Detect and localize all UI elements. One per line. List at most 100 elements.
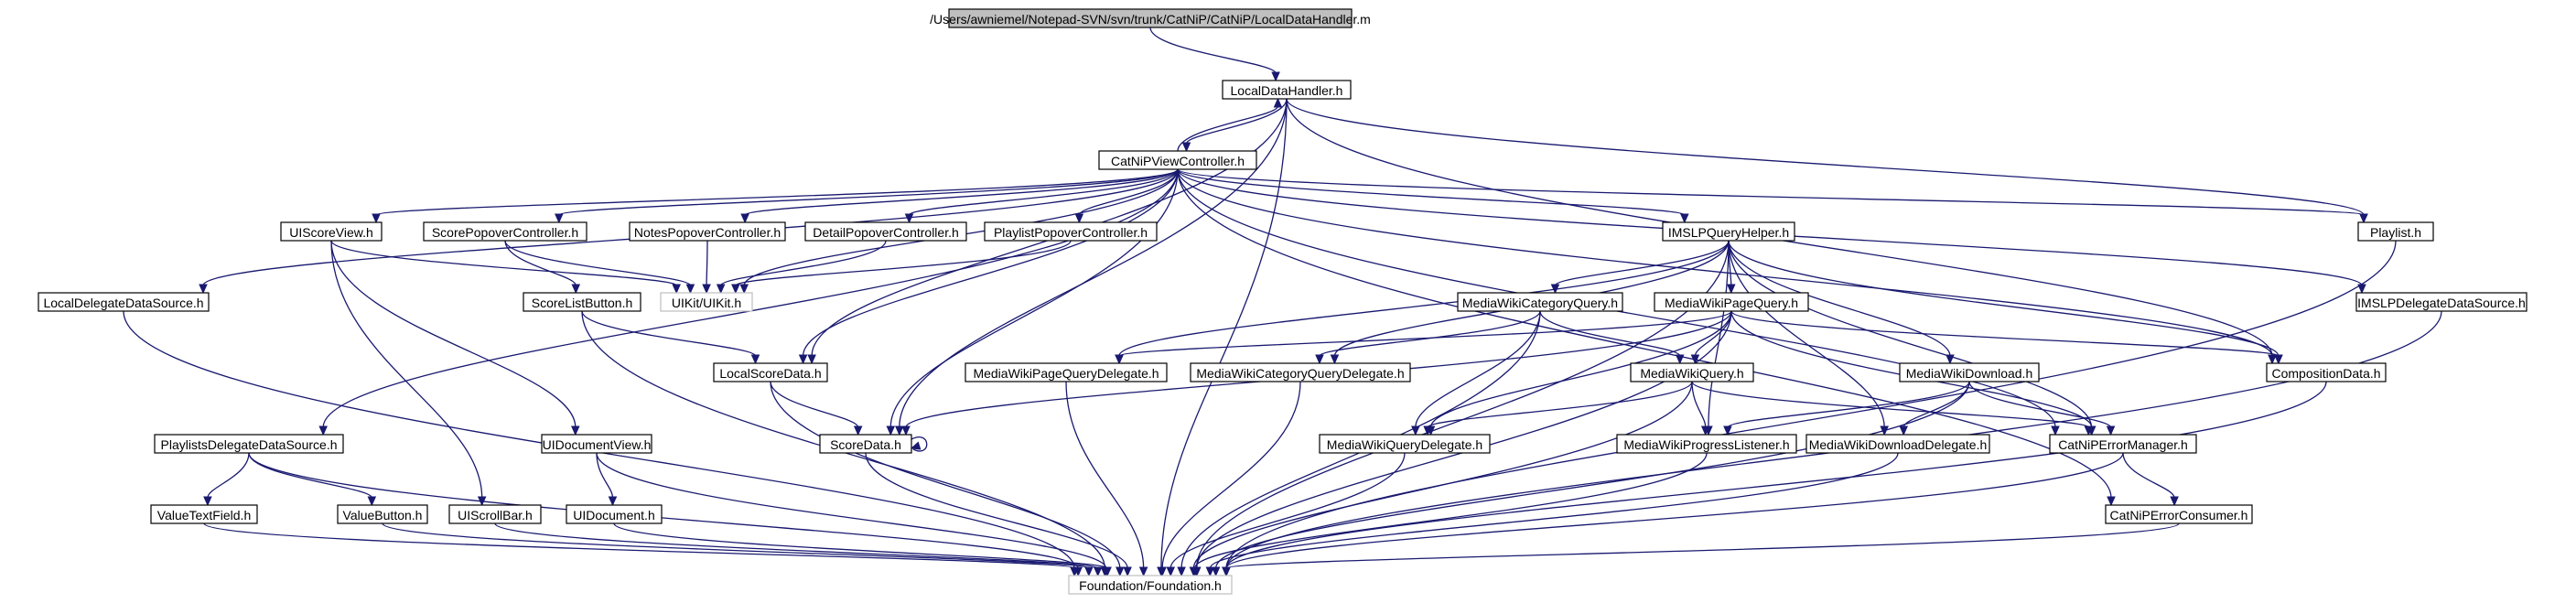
node-spc[interactable]: ScorePopoverController.h [423,221,587,242]
node-usv[interactable]: UIScoreView.h [280,221,383,242]
node-box [150,504,258,524]
edge-line [802,168,1179,357]
edge-arrowhead [367,496,377,507]
edge-cvc-iqh [1177,168,1689,224]
edge-arrowhead [555,213,564,224]
edge-line [1225,452,2124,569]
node-label: MediaWikiProgressListener.h [1623,437,1789,452]
node-ppc[interactable]: PlaylistPopoverController.h [984,221,1158,242]
edge-arrowhead [1190,566,1200,577]
node-box [1630,362,1754,382]
edge-arrowhead [750,354,760,365]
node-pdds[interactable]: PlaylistsDelegateDataSource.h [154,434,344,454]
node-vtf[interactable]: ValueTextField.h [150,504,258,524]
edge-line [770,381,1121,569]
node-mwcq[interactable]: MediaWikiCategoryQuery.h [1457,292,1623,312]
edge-arrowhead [1070,566,1080,577]
node-mwcqd[interactable]: MediaWikiCategoryQueryDelegate.h [1190,362,1411,382]
edge-arrowhead [1330,354,1340,365]
edge-arrowhead [1271,71,1280,82]
node-box [1654,292,1809,312]
edge-ppc-uik [731,240,1072,295]
node-label: Foundation/Foundation.h [1079,578,1222,593]
edge-arrowhead [895,425,904,436]
node-imds[interactable]: IMSLPDelegateDataSource.h [2355,292,2527,312]
node-cd[interactable]: CompositionData.h [2266,362,2387,382]
node-mwqd[interactable]: MediaWikiQueryDelegate.h [1319,434,1491,454]
edge-line [382,522,1090,569]
node-mwpl[interactable]: MediaWikiProgressListener.h [1616,434,1797,454]
node-lsd[interactable]: LocalScoreData.h [713,362,828,382]
node-mwq[interactable]: MediaWikiQuery.h [1630,362,1754,382]
edge-arrowhead [2268,354,2277,365]
edge-line [1225,240,2397,569]
node-cem[interactable]: CatNiPErrorManager.h [2049,434,2197,454]
node-vb[interactable]: ValueButton.h [337,504,428,524]
node-sd[interactable]: ScoreData.h [819,434,912,454]
node-npc[interactable]: NotesPopoverController.h [629,221,786,242]
node-pl[interactable]: Playlist.h [2357,221,2434,242]
edge-arrowhead [716,284,726,295]
node-usb[interactable]: UIScrollBar.h [448,504,542,524]
node-cvc[interactable]: CatNiPViewController.h [1098,150,1257,170]
edge-arrowhead [1723,425,1732,436]
edge-line [1209,452,1899,569]
node-dpc[interactable]: DetailPopoverController.h [804,221,967,242]
edge-line [1160,98,1288,569]
node-cec[interactable]: CatNiPErrorConsumer.h [2105,504,2253,524]
node-mwpq[interactable]: MediaWikiPageQuery.h [1654,292,1809,312]
edge-line [1691,381,1707,428]
edge-slb-lsd [581,310,760,365]
edge-mwcq-mwqd [1411,310,1541,436]
edge-line [596,452,1107,569]
node-box [984,221,1158,242]
edge-spc-uik [504,240,695,295]
node-mwd[interactable]: MediaWikiDownload.h [1899,362,2040,382]
edge-arrowhead [1177,566,1186,577]
edge-line [1185,98,1288,145]
node-lds[interactable]: LocalDelegateDataSource.h [38,292,210,312]
node-box [1068,575,1233,595]
edge-line [248,452,1079,569]
edge-arrowhead [1138,566,1148,577]
node-mwdd[interactable]: MediaWikiDownloadDelegate.h [1805,434,1990,454]
edge-arrowhead [571,425,580,436]
edge-mwpq-cd [1730,310,2283,365]
node-uik[interactable]: UIKit/UIKit.h [660,292,753,312]
edge-line [1429,310,1732,428]
node-box [965,362,1168,382]
node-box [154,434,344,454]
edge-line [1177,168,2273,357]
edge-iqh-mwpl [1704,240,1730,436]
node-label: DetailPopoverController.h [813,225,959,240]
edge-arrowhead [2274,354,2283,365]
edge-line [203,522,1075,569]
node-mwpqd[interactable]: MediaWikiPageQueryDelegate.h [965,362,1168,382]
edge-line [330,240,677,286]
edge-cvc-cec [1177,168,2116,507]
node-label: MediaWikiQueryDelegate.h [1327,437,1482,452]
node-ud[interactable]: UIDocument.h [566,504,663,524]
node-label: UIKit/UIKit.h [672,296,741,310]
edge-arrowhead [1899,425,1909,436]
edge-arrowhead [1680,213,1689,224]
node-box [1190,362,1411,382]
edge-mwcqd-ff [1158,381,1301,577]
edge-line [1065,381,1145,569]
node-box [1616,434,1797,454]
node-udv[interactable]: UIDocumentView.h [541,434,652,454]
node-box [2266,362,2387,382]
edge-line [1539,310,1681,357]
node-ldh[interactable]: LocalDataHandler.h [1222,80,1352,100]
node-slb[interactable]: ScoreListButton.h [523,292,641,312]
node-ff[interactable]: Foundation/Foundation.h [1068,575,1233,595]
edge-cvc-usv [372,168,1179,224]
edge-line [613,522,1108,569]
edge-lsd-sd [770,381,863,436]
node-root[interactable]: /Users/awniemel/Notepad-SVN/svn/trunk/Ca… [930,8,1371,28]
edge-line [1177,105,1279,152]
edge-iqh-mwdd [1728,240,1889,436]
node-box [1805,434,1990,454]
node-iqh[interactable]: IMSLPQueryHelper.h [1662,221,1795,242]
